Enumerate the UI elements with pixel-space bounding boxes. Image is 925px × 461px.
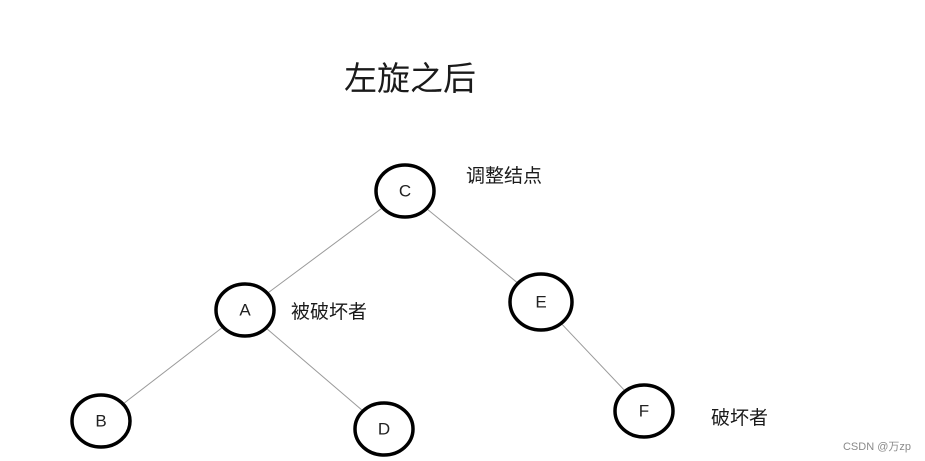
nodes-layer: C A E B D F (70, 163, 675, 457)
edge-c-a (267, 207, 383, 294)
node-a-circle (214, 282, 276, 338)
node-c-label: C (399, 182, 411, 201)
node-b-label: B (95, 412, 106, 431)
node-f-circle (613, 383, 675, 439)
diagram-title: 左旋之后 (344, 59, 476, 98)
node-f: F (613, 383, 675, 439)
node-d-label: D (378, 420, 390, 439)
node-a: A (214, 282, 276, 338)
edges-layer (122, 207, 626, 412)
node-d: D (353, 401, 415, 457)
edge-c-e (426, 208, 519, 284)
annotation-breaker-f: 破坏者 (711, 407, 769, 429)
edge-a-d (265, 327, 364, 412)
node-c-circle (374, 163, 436, 219)
edge-a-b (122, 326, 224, 405)
node-c: C (374, 163, 436, 219)
annotation-adjust-node: 调整结点 (466, 165, 543, 187)
node-b: B (70, 393, 132, 449)
annotation-breaker-a: 被破坏者 (291, 301, 368, 323)
node-b-circle (70, 393, 132, 449)
node-d-circle (353, 401, 415, 457)
node-e-label: E (535, 293, 546, 312)
edge-e-f (560, 322, 626, 392)
node-f-label: F (639, 402, 649, 421)
node-e-circle (508, 272, 574, 332)
node-a-label: A (239, 301, 251, 320)
node-e: E (508, 272, 574, 332)
watermark: CSDN @万zp (842, 441, 911, 453)
